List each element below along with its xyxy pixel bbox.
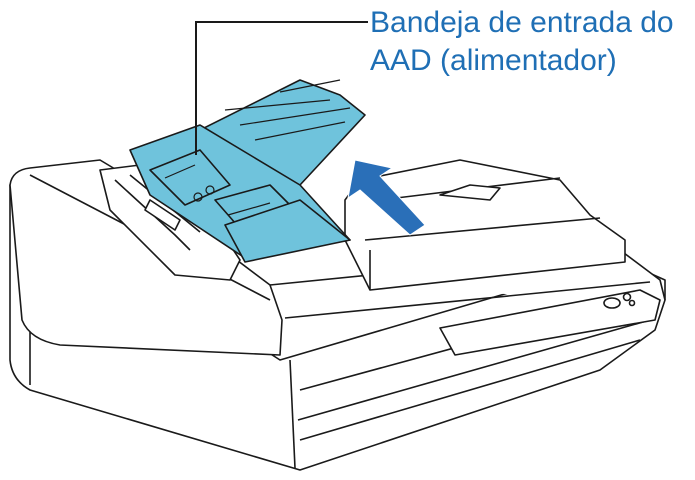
lift-arrow xyxy=(347,159,426,236)
callout-leader-line xyxy=(195,21,368,155)
adf-housing xyxy=(99,164,241,281)
adf-output-area xyxy=(344,159,626,291)
callout-label-line2: AAD (alimentador) xyxy=(370,44,617,77)
callout-label: Bandeja de entrada do AAD (alimentador) xyxy=(370,4,692,80)
control-panel xyxy=(439,289,661,356)
callout-label-line1: Bandeja de entrada do xyxy=(370,6,674,39)
adf-input-tray xyxy=(129,79,366,263)
